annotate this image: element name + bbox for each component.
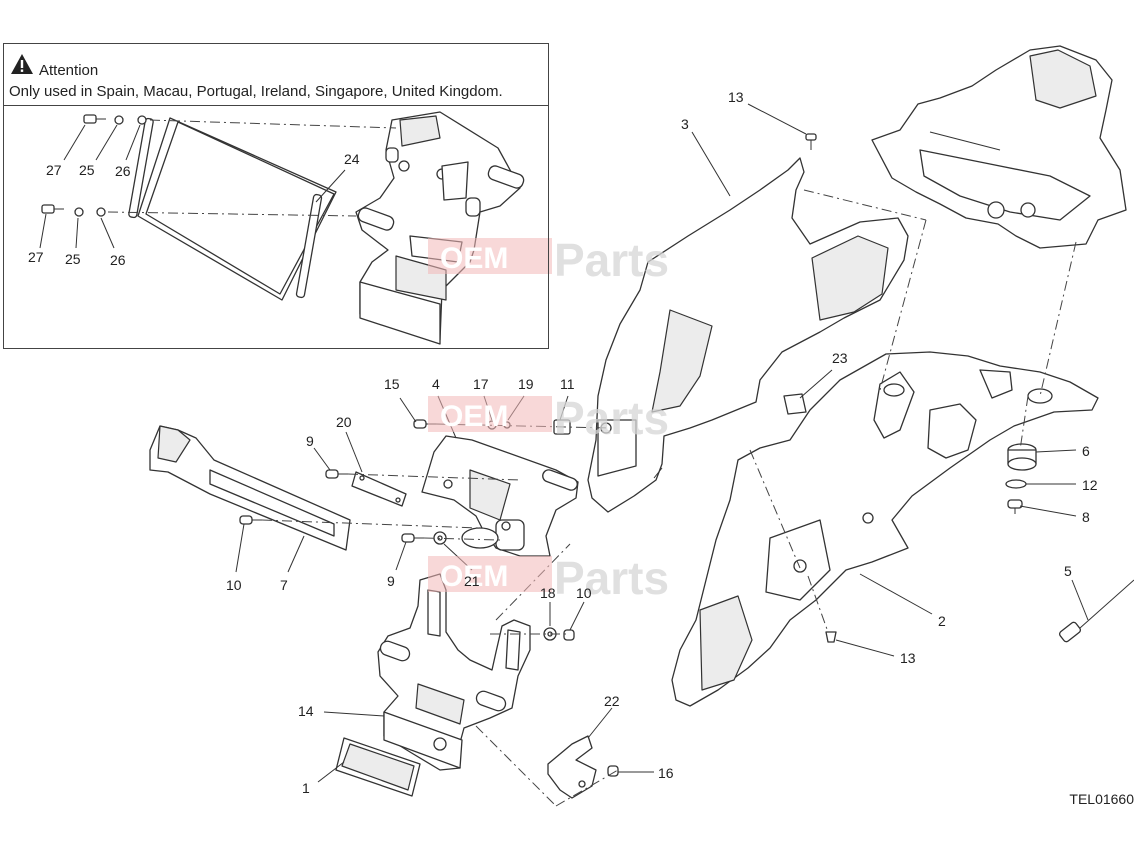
callout-2: 2 xyxy=(938,613,946,629)
rear-mudguard-upper xyxy=(587,157,909,513)
callout-10: 10 xyxy=(226,577,242,593)
callout-4: 4 xyxy=(432,376,440,392)
inset-fasteners xyxy=(41,114,397,217)
small-bracket-part-22 xyxy=(547,735,597,799)
watermark-bottom: OEM Parts xyxy=(428,552,669,604)
callout-24: 24 xyxy=(344,151,360,167)
callout-18: 18 xyxy=(540,585,556,601)
callout-11: 11 xyxy=(560,376,575,392)
callout-1: 1 xyxy=(302,780,310,796)
callout-23: 23 xyxy=(832,350,848,366)
callout-13: 13 xyxy=(900,650,916,666)
watermark-top: OEM Parts xyxy=(428,234,669,286)
plate-part-20 xyxy=(351,471,407,507)
callout-21: 21 xyxy=(464,573,480,589)
attention-header: Attention Only used in Spain, Macau, Por… xyxy=(4,44,548,106)
license-plate-holder-part-14 xyxy=(377,573,531,771)
license-plate-frame-inner xyxy=(145,121,335,295)
callout-labels: 27 25 26 27 25 26 24 13 3 23 6 12 8 5 2 … xyxy=(28,89,1098,796)
support-arm-part-7 xyxy=(149,425,351,551)
callout-8: 8 xyxy=(1082,509,1090,525)
callout-19: 19 xyxy=(518,376,534,392)
callout-20: 20 xyxy=(336,414,352,430)
grommet-stack xyxy=(1005,443,1037,514)
callout-10: 10 xyxy=(576,585,592,601)
callout-9: 9 xyxy=(306,433,314,449)
attention-title: Attention xyxy=(39,62,99,79)
clip-part-23 xyxy=(783,393,807,415)
watermark-left-text: OEM xyxy=(440,242,508,275)
cable-part-5 xyxy=(1058,579,1134,643)
callout-25: 25 xyxy=(79,162,95,178)
callout-16: 16 xyxy=(658,765,674,781)
watermark-right-text: Parts xyxy=(554,234,669,286)
seat-subframe xyxy=(871,45,1127,249)
watermark-left-text: OEM xyxy=(440,400,508,433)
callout-9: 9 xyxy=(387,573,395,589)
callout-3: 3 xyxy=(681,116,689,132)
callout-5: 5 xyxy=(1064,563,1072,579)
warning-triangle-icon xyxy=(11,54,33,74)
attention-notice: Attention Only used in Spain, Macau, Por… xyxy=(3,43,549,349)
callout-27: 27 xyxy=(28,249,44,265)
callout-14: 14 xyxy=(298,703,314,719)
callout-12: 12 xyxy=(1082,477,1098,493)
watermark-right-text: Parts xyxy=(554,392,669,444)
watermark-middle: OEM Parts xyxy=(428,392,669,444)
drawing-code: TEL01660 xyxy=(1069,791,1134,807)
callout-22: 22 xyxy=(604,693,620,709)
attention-text: Only used in Spain, Macau, Portugal, Ire… xyxy=(9,83,503,100)
watermark-left-text: OEM xyxy=(440,560,508,593)
callout-15: 15 xyxy=(384,376,400,392)
callout-13: 13 xyxy=(728,89,744,105)
callout-27: 27 xyxy=(46,162,62,178)
reflector-part-1 xyxy=(335,737,421,797)
callout-26: 26 xyxy=(110,252,126,268)
callout-17: 17 xyxy=(473,376,489,392)
rear-mudguard-lower xyxy=(671,351,1099,707)
callout-6: 6 xyxy=(1082,443,1090,459)
callout-26: 26 xyxy=(115,163,131,179)
watermark-right-text: Parts xyxy=(554,552,669,604)
bracket-part-4 xyxy=(421,435,579,557)
callout-25: 25 xyxy=(65,251,81,267)
callout-7: 7 xyxy=(280,577,288,593)
